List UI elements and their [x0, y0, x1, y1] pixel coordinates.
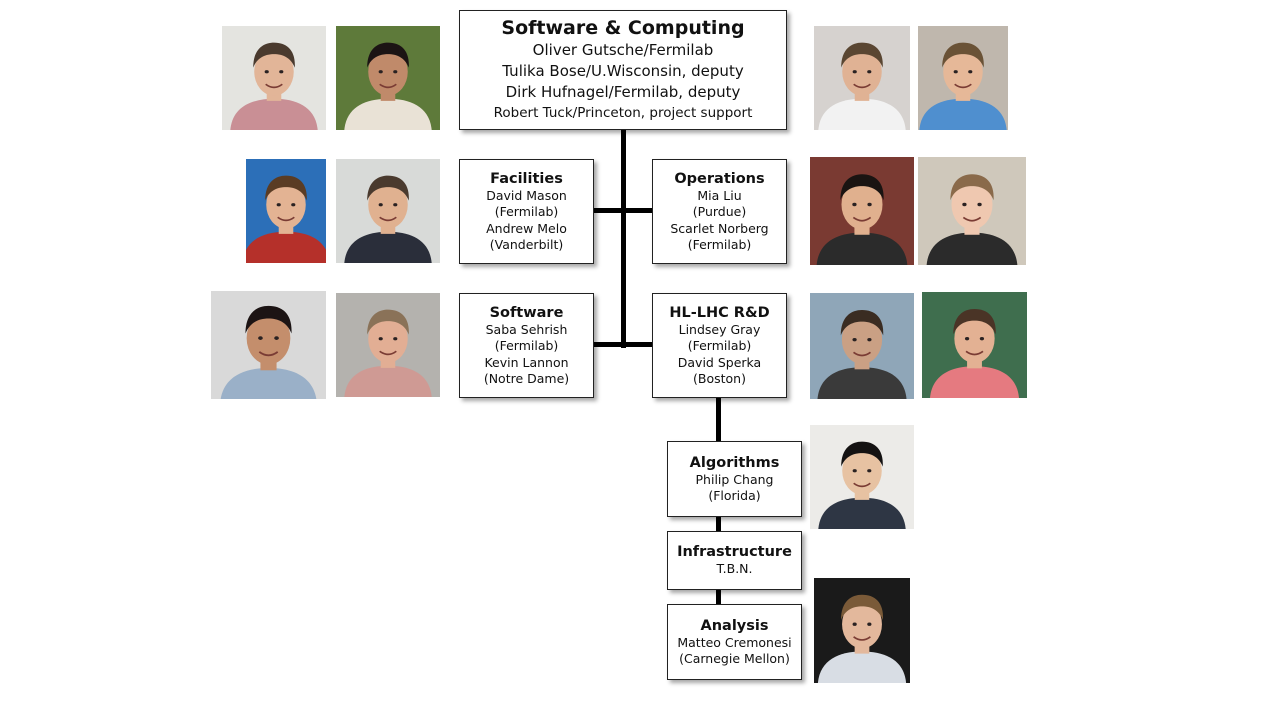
- portrait-photo-norberg: [918, 157, 1026, 265]
- hl-lhc-rnd-box: HL-LHC R&D Lindsey Gray (Fermilab) David…: [652, 293, 787, 398]
- portrait-silhouette: [336, 26, 440, 130]
- operations-box: Operations Mia Liu (Purdue) Scarlet Norb…: [652, 159, 787, 264]
- box-title: Software & Computing: [501, 17, 745, 39]
- box-title: Operations: [674, 170, 765, 187]
- algorithms-box: Algorithms Philip Chang (Florida): [667, 441, 802, 517]
- portrait-silhouette: [810, 293, 914, 399]
- portrait-silhouette: [922, 292, 1027, 398]
- portrait-silhouette: [810, 425, 914, 529]
- portrait-photo-mason: [246, 159, 326, 263]
- connector-row1: [593, 208, 654, 213]
- portrait-silhouette: [810, 157, 914, 265]
- box-line: Mia Liu: [697, 187, 742, 203]
- portrait-silhouette: [918, 26, 1008, 130]
- box-line: Robert Tuck/Princeton, project support: [493, 105, 753, 121]
- portrait-silhouette: [246, 159, 326, 263]
- portrait-photo-tuck: [918, 26, 1008, 130]
- box-line: (Carnegie Mellon): [679, 651, 790, 666]
- box-title: Facilities: [490, 170, 563, 187]
- portrait-photo-liu: [810, 157, 914, 265]
- box-line: Dirk Hufnagel/Fermilab, deputy: [505, 83, 741, 101]
- box-line: (Fermilab): [687, 237, 752, 252]
- box-line: (Vanderbilt): [489, 237, 564, 252]
- box-line: David Sperka: [677, 354, 762, 370]
- connector-main-trunk: [621, 128, 626, 348]
- box-title: Infrastructure: [677, 544, 792, 561]
- portrait-photo-chang: [810, 425, 914, 529]
- portrait-photo-cremonesi: [814, 578, 910, 683]
- infrastructure-box: Infrastructure T.B.N.: [667, 531, 802, 590]
- box-title: HL-LHC R&D: [669, 304, 770, 321]
- box-line: Lindsey Gray: [678, 321, 761, 337]
- box-line: Tulika Bose/U.Wisconsin, deputy: [502, 62, 744, 80]
- box-line: (Purdue): [692, 204, 747, 219]
- box-line: (Florida): [708, 488, 761, 503]
- portrait-photo-gutsche: [222, 26, 326, 130]
- portrait-silhouette: [814, 578, 910, 683]
- portrait-photo-gray: [810, 293, 914, 399]
- box-line: Saba Sehrish: [485, 321, 568, 337]
- box-line: Kevin Lannon: [484, 354, 569, 370]
- portrait-photo-bose: [336, 26, 440, 130]
- box-line: (Fermilab): [494, 204, 559, 219]
- box-title: Software: [489, 304, 564, 321]
- portrait-photo-sperka: [922, 292, 1027, 398]
- facilities-box: Facilities David Mason (Fermilab) Andrew…: [459, 159, 594, 264]
- box-line: (Fermilab): [687, 338, 752, 353]
- box-line: (Fermilab): [494, 338, 559, 353]
- box-line: Matteo Cremonesi: [677, 634, 792, 650]
- portrait-silhouette: [336, 293, 440, 397]
- box-line: (Boston): [693, 371, 746, 386]
- portrait-silhouette: [918, 157, 1026, 265]
- box-line: Andrew Melo: [486, 220, 567, 236]
- box-title: Analysis: [700, 617, 769, 634]
- box-line: Scarlet Norberg: [670, 220, 769, 236]
- portrait-silhouette: [814, 26, 910, 130]
- portrait-silhouette: [211, 291, 326, 399]
- portrait-photo-hufnagel: [814, 26, 910, 130]
- box-title: Algorithms: [689, 454, 780, 471]
- portrait-photo-lannon: [336, 293, 440, 397]
- software-box: Software Saba Sehrish (Fermilab) Kevin L…: [459, 293, 594, 398]
- portrait-photo-melo: [336, 159, 440, 263]
- portrait-silhouette: [336, 159, 440, 263]
- box-line: David Mason: [486, 187, 567, 203]
- box-line: Philip Chang: [695, 471, 774, 487]
- box-line: (Notre Dame): [483, 371, 570, 386]
- software-computing-box: Software & Computing Oliver Gutsche/Ferm…: [459, 10, 787, 130]
- connector-row2: [593, 342, 654, 347]
- analysis-box: Analysis Matteo Cremonesi (Carnegie Mell…: [667, 604, 802, 680]
- box-line: Oliver Gutsche/Fermilab: [532, 41, 714, 59]
- box-line: T.B.N.: [716, 561, 753, 577]
- portrait-silhouette: [222, 26, 326, 130]
- portrait-photo-sehrish: [211, 291, 326, 399]
